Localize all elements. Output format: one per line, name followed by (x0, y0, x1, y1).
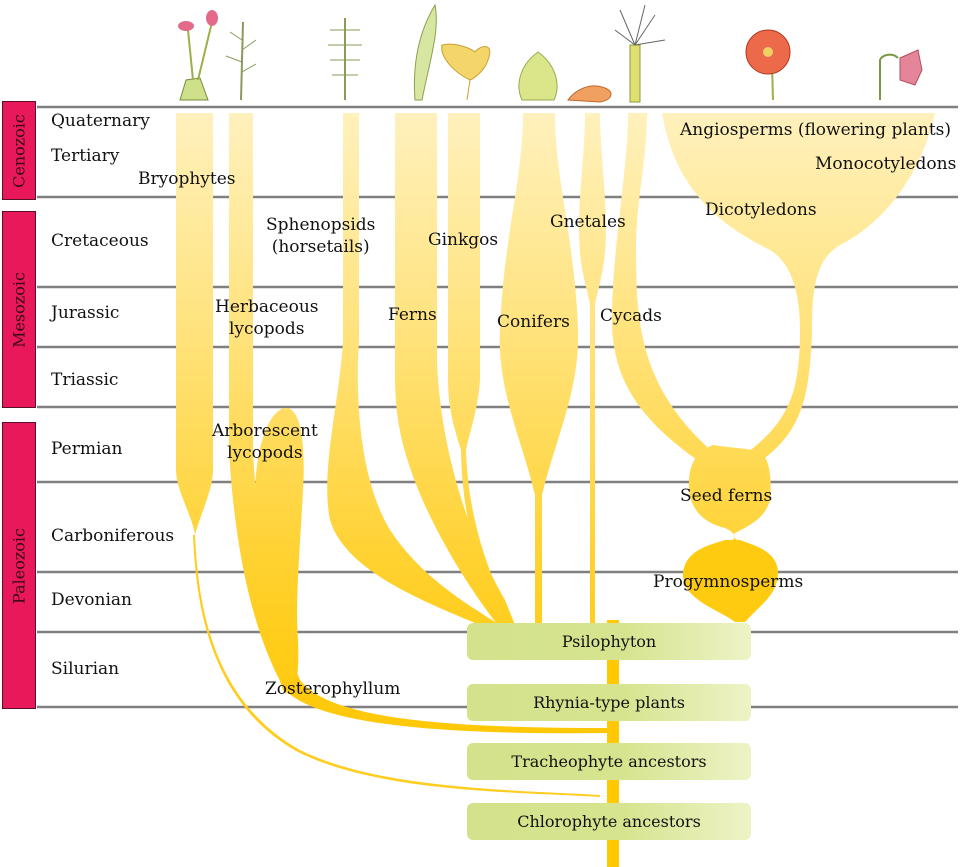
era-label: Paleozoic (9, 527, 29, 604)
label-angiosperms: Angiosperms (flowering plants) (680, 120, 952, 140)
ancestor-box-rhynia: Rhynia-type plants (467, 684, 751, 721)
era-cenozoic: Cenozoic (2, 101, 36, 200)
ancestor-label: Tracheophyte ancestors (511, 752, 707, 771)
lycopod-icon (225, 21, 257, 101)
label-line: Herbaceous (215, 297, 319, 317)
period-jurassic: Jurassic (51, 303, 120, 323)
label-dicotyledons: Dicotyledons (705, 200, 817, 220)
ferns-branch (394, 113, 515, 625)
ginkgo-leaf-icon (441, 43, 491, 101)
poppy-flower-icon (745, 29, 791, 101)
label-progymnosperms: Progymnosperms (653, 572, 804, 592)
cycad-icon (614, 4, 666, 103)
ancestor-box-tracheophyte: Tracheophyte ancestors (467, 743, 751, 780)
label-zosterophyllum: Zosterophyllum (265, 679, 401, 699)
sphenopsids-branch (327, 113, 500, 625)
label-ginkgos: Ginkgos (428, 230, 499, 250)
fern-frond-icon (413, 3, 437, 101)
gnetales-icon (567, 85, 612, 103)
moss-icon (178, 10, 218, 101)
label-line: lycopods (229, 319, 305, 339)
bryophytes-branch (176, 113, 213, 535)
period-cretaceous: Cretaceous (51, 231, 149, 251)
progymnosperms-branch (683, 540, 778, 622)
period-carboniferous: Carboniferous (51, 526, 175, 546)
ancestor-box-chlorophyte: Chlorophyte ancestors (467, 803, 751, 840)
era-mesozoic: Mesozoic (2, 211, 36, 408)
label-seed-ferns: Seed ferns (680, 486, 773, 506)
cycads-branch (612, 113, 715, 462)
period-silurian: Silurian (51, 659, 120, 679)
label-bryophytes: Bryophytes (138, 169, 236, 189)
label-gnetales: Gnetales (550, 212, 626, 232)
label-line: (horsetails) (271, 237, 370, 257)
bell-flower-icon (879, 49, 923, 100)
ginkgos-branch (448, 113, 515, 625)
gnetales-branch (579, 113, 606, 625)
period-permian: Permian (51, 439, 123, 459)
label-herbaceous-lycopods: Herbaceous lycopods (215, 296, 319, 340)
era-paleozoic: Paleozoic (2, 422, 36, 709)
period-tertiary: Tertiary (51, 146, 120, 166)
arborescent-lycopods-branch (255, 408, 304, 694)
label-line: Arborescent (212, 421, 318, 441)
label-line: Sphenopsids (266, 215, 376, 235)
angiosperms-branch (662, 113, 935, 458)
pine-cone-icon (518, 51, 558, 101)
ancestor-label: Rhynia-type plants (533, 693, 685, 712)
era-label: Cenozoic (9, 113, 29, 188)
ancestor-label: Psilophyton (561, 632, 657, 651)
period-triassic: Triassic (51, 370, 119, 390)
conifers-branch (499, 113, 579, 625)
horsetail-icon (328, 18, 362, 100)
period-quaternary: Quaternary (51, 111, 150, 131)
label-line: lycopods (227, 443, 303, 463)
period-devonian: Devonian (51, 590, 132, 610)
label-arborescent-lycopods: Arborescent lycopods (212, 420, 318, 464)
era-label: Mesozoic (9, 271, 29, 348)
label-conifers: Conifers (497, 312, 570, 332)
label-cycads: Cycads (600, 306, 662, 326)
label-sphenopsids: Sphenopsids (horsetails) (266, 214, 375, 258)
plant-illustrations (178, 3, 923, 103)
ancestor-label: Chlorophyte ancestors (517, 812, 701, 831)
label-ferns: Ferns (388, 305, 437, 325)
seed-ferns-branch (688, 445, 771, 545)
label-monocotyledons: Monocotyledons (815, 154, 957, 174)
ancestor-box-psilophyton: Psilophyton (467, 623, 751, 660)
